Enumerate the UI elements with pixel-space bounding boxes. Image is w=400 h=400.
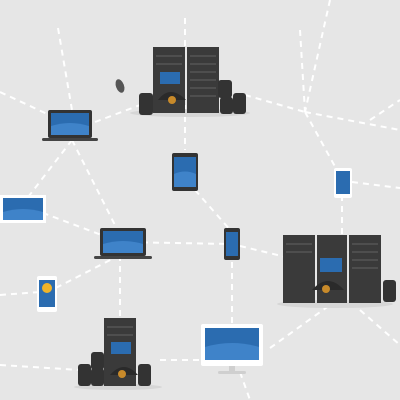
link: [239, 245, 291, 259]
tilted-coin-icon: [115, 79, 125, 93]
link: [71, 139, 121, 236]
smartphone-icon: [37, 276, 57, 312]
link: [94, 89, 181, 123]
link: [269, 304, 331, 349]
link: [359, 309, 400, 346]
hacker-figure-icon: [158, 92, 186, 104]
laptop-icon: [94, 228, 152, 259]
link: [239, 371, 251, 400]
hacker-figure-icon: [312, 281, 344, 293]
laptop-icon: [0, 195, 46, 223]
link: [0, 291, 41, 296]
server-cluster-icon: [277, 235, 396, 308]
server-cluster-icon: [74, 318, 162, 390]
link: [194, 189, 233, 233]
monitor-icon: [201, 324, 263, 374]
coin-icon: [42, 283, 52, 293]
smartphone-icon: [224, 228, 240, 260]
link: [119, 241, 231, 245]
server-cluster-icon: [130, 47, 250, 117]
link: [304, 111, 339, 173]
link: [351, 181, 400, 189]
hacker-figure-icon: [110, 367, 138, 378]
tablet-icon: [172, 153, 198, 191]
link: [47, 254, 121, 293]
link: [299, 29, 306, 113]
link: [304, 0, 331, 113]
link: [0, 364, 81, 371]
link: [57, 27, 73, 111]
laptop-icon: [42, 110, 98, 141]
link: [304, 111, 400, 131]
link: [21, 139, 73, 206]
smartphone-icon: [334, 168, 352, 198]
